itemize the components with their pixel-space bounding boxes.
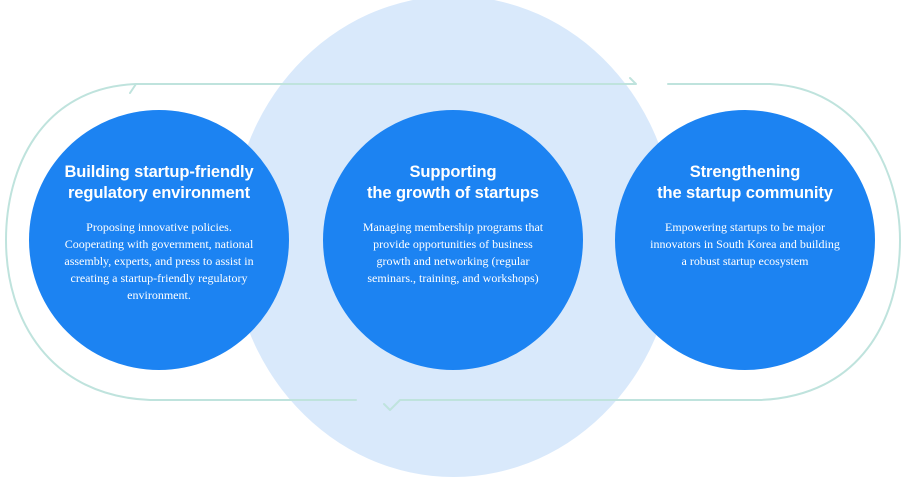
- flow-line-top: [129, 77, 637, 94]
- flow-arc-left: [4, 83, 357, 401]
- node-startup-community: Strengthening the startup community Empo…: [615, 110, 875, 370]
- node-description: Proposing innovative policies. Cooperati…: [64, 220, 254, 302]
- node-regulatory-environment: Building startup-friendly regulatory env…: [29, 110, 289, 370]
- node-title: Supporting the growth of startups: [367, 163, 539, 202]
- flow-arc-right: [383, 83, 901, 411]
- node-startup-growth: Supporting the growth of startups Managi…: [323, 110, 583, 370]
- node-description: Managing membership programs that provid…: [362, 220, 544, 285]
- node-description: Empowering startups to be major innovato…: [650, 220, 840, 268]
- node-title: Strengthening the startup community: [657, 163, 833, 202]
- node-title: Building startup-friendly regulatory env…: [64, 163, 254, 202]
